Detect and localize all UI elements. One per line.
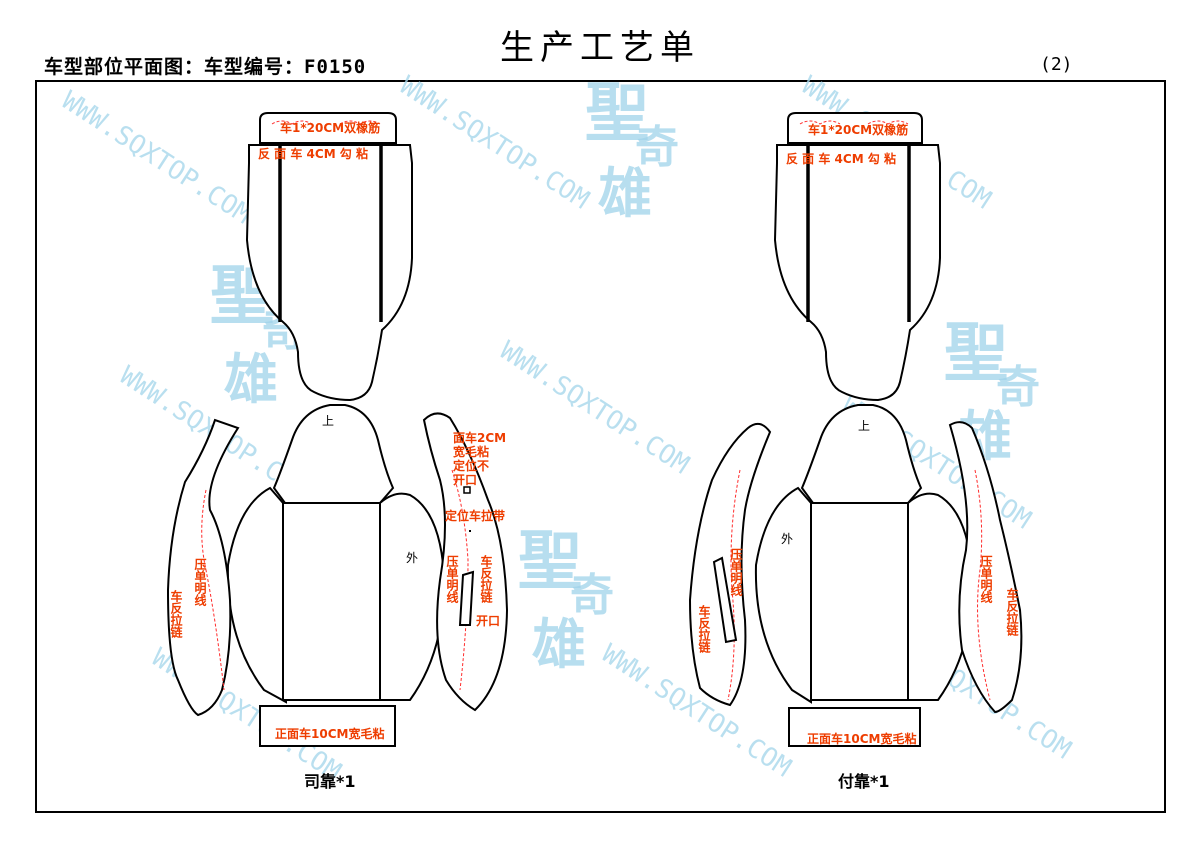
right-press-line-1: 压单明线 [729,548,743,597]
right-center-panel [810,502,909,701]
left-elastic-note: 车1*20CM双橡筋 [280,120,380,135]
right-side-wing-left [754,486,812,704]
left-elastic-strip [259,112,397,144]
left-side-wing-right [379,492,446,701]
left-seat-caption: 司靠*1 [304,772,356,791]
right-headrest-piece [773,144,941,402]
left-bottom-velcro-strip [259,705,396,747]
left-center-panel [282,502,381,701]
watermark-logo-char: 聖 [518,524,582,599]
left-top-label: 上 [322,414,334,428]
watermark-logo-char: 奇 [570,570,614,621]
right-seat-pattern: 车1*20CM双橡筋 反 面 车 4CM 勾 粘 上 外 正面车10CM宽毛粘 … [688,112,1023,791]
left-zipper-slot [458,570,475,626]
right-top-label: 上 [858,419,870,433]
left-outer-strip-left [166,418,240,717]
left-velcro-note-3: 定位不 [453,458,489,473]
left-reverse-zipper-1: 车反拉链 [169,589,183,639]
right-bottom-velcro-note: 正面车10CM宽毛粘 [807,731,916,746]
left-opening-note: 开口 [476,614,500,628]
watermark-logo-char: 聖 [585,76,649,151]
right-seat-caption: 付靠*1 [838,772,890,791]
right-reverse-stitch-note: 反 面 车 4CM 勾 粘 [786,151,896,166]
left-outer-strip-right [422,412,509,712]
right-elastic-strip [787,112,923,144]
right-reverse-zipper-1: 车反拉链 [697,604,711,654]
drawing-frame [35,80,1166,813]
right-bottom-velcro-strip [788,707,921,747]
watermark-url: WWW.SQXTOP.COM [56,86,256,231]
page-title: 生产工艺单 [500,28,700,68]
watermark-logo-char: 雄 [224,347,278,411]
page-number: (2) [1040,54,1073,75]
right-reverse-zipper-2: 车反拉链 [1005,587,1019,637]
right-vertical-notes: 压单明线 车反拉链 压单明线 车反拉链 [697,548,1019,654]
left-velcro-note-4: 开口 [453,473,477,487]
left-outer-label: 外 [406,551,418,565]
right-outer-strip-right [948,421,1023,714]
watermark-logo-char: 奇 [635,122,679,173]
left-reverse-stitch-note: 反 面 车 4CM 勾 粘 [258,146,368,161]
left-press-line-2: 压单明线 [445,555,459,604]
watermark-url: WWW.SQXTOP.COM [394,71,594,216]
left-seat-pattern: 车1*20CM双橡筋 反 面 车 4CM 勾 粘 上 外 面车2CM 宽毛粘 定… [166,112,509,791]
watermark-logo-char: 奇 [996,362,1040,413]
right-zipper-slot [712,556,738,644]
left-bottom-velcro-note: 正面车10CM宽毛粘 [275,726,384,741]
left-velcro-note-2: 宽毛粘 [452,444,489,459]
left-strap-note: 定位车拉带 [445,508,505,523]
left-press-line-1: 压单明线 [193,558,207,607]
watermark-url: WWW.SQXTOP.COM [494,336,694,481]
watermark-logo-char: 聖 [944,316,1008,391]
watermark-logo-char: 雄 [598,161,652,225]
right-elastic-note: 车1*20CM双橡筋 [808,122,908,137]
left-vertical-notes: 压单明线 车反拉链 压单明线 车反拉链 [169,554,493,639]
left-reverse-zipper-2: 车反拉链 [479,554,493,604]
watermark-logo-char: 雄 [532,612,586,676]
right-outer-label: 外 [781,532,793,546]
model-subtitle: 车型部位平面图：车型编号：F0150 [44,56,367,78]
right-outer-strip-left [688,422,772,707]
right-press-line-2: 压单明线 [979,555,993,604]
left-side-wing-left [226,486,288,704]
left-velcro-note-1: 面车2CM [453,430,506,445]
left-headrest-piece [245,144,413,402]
